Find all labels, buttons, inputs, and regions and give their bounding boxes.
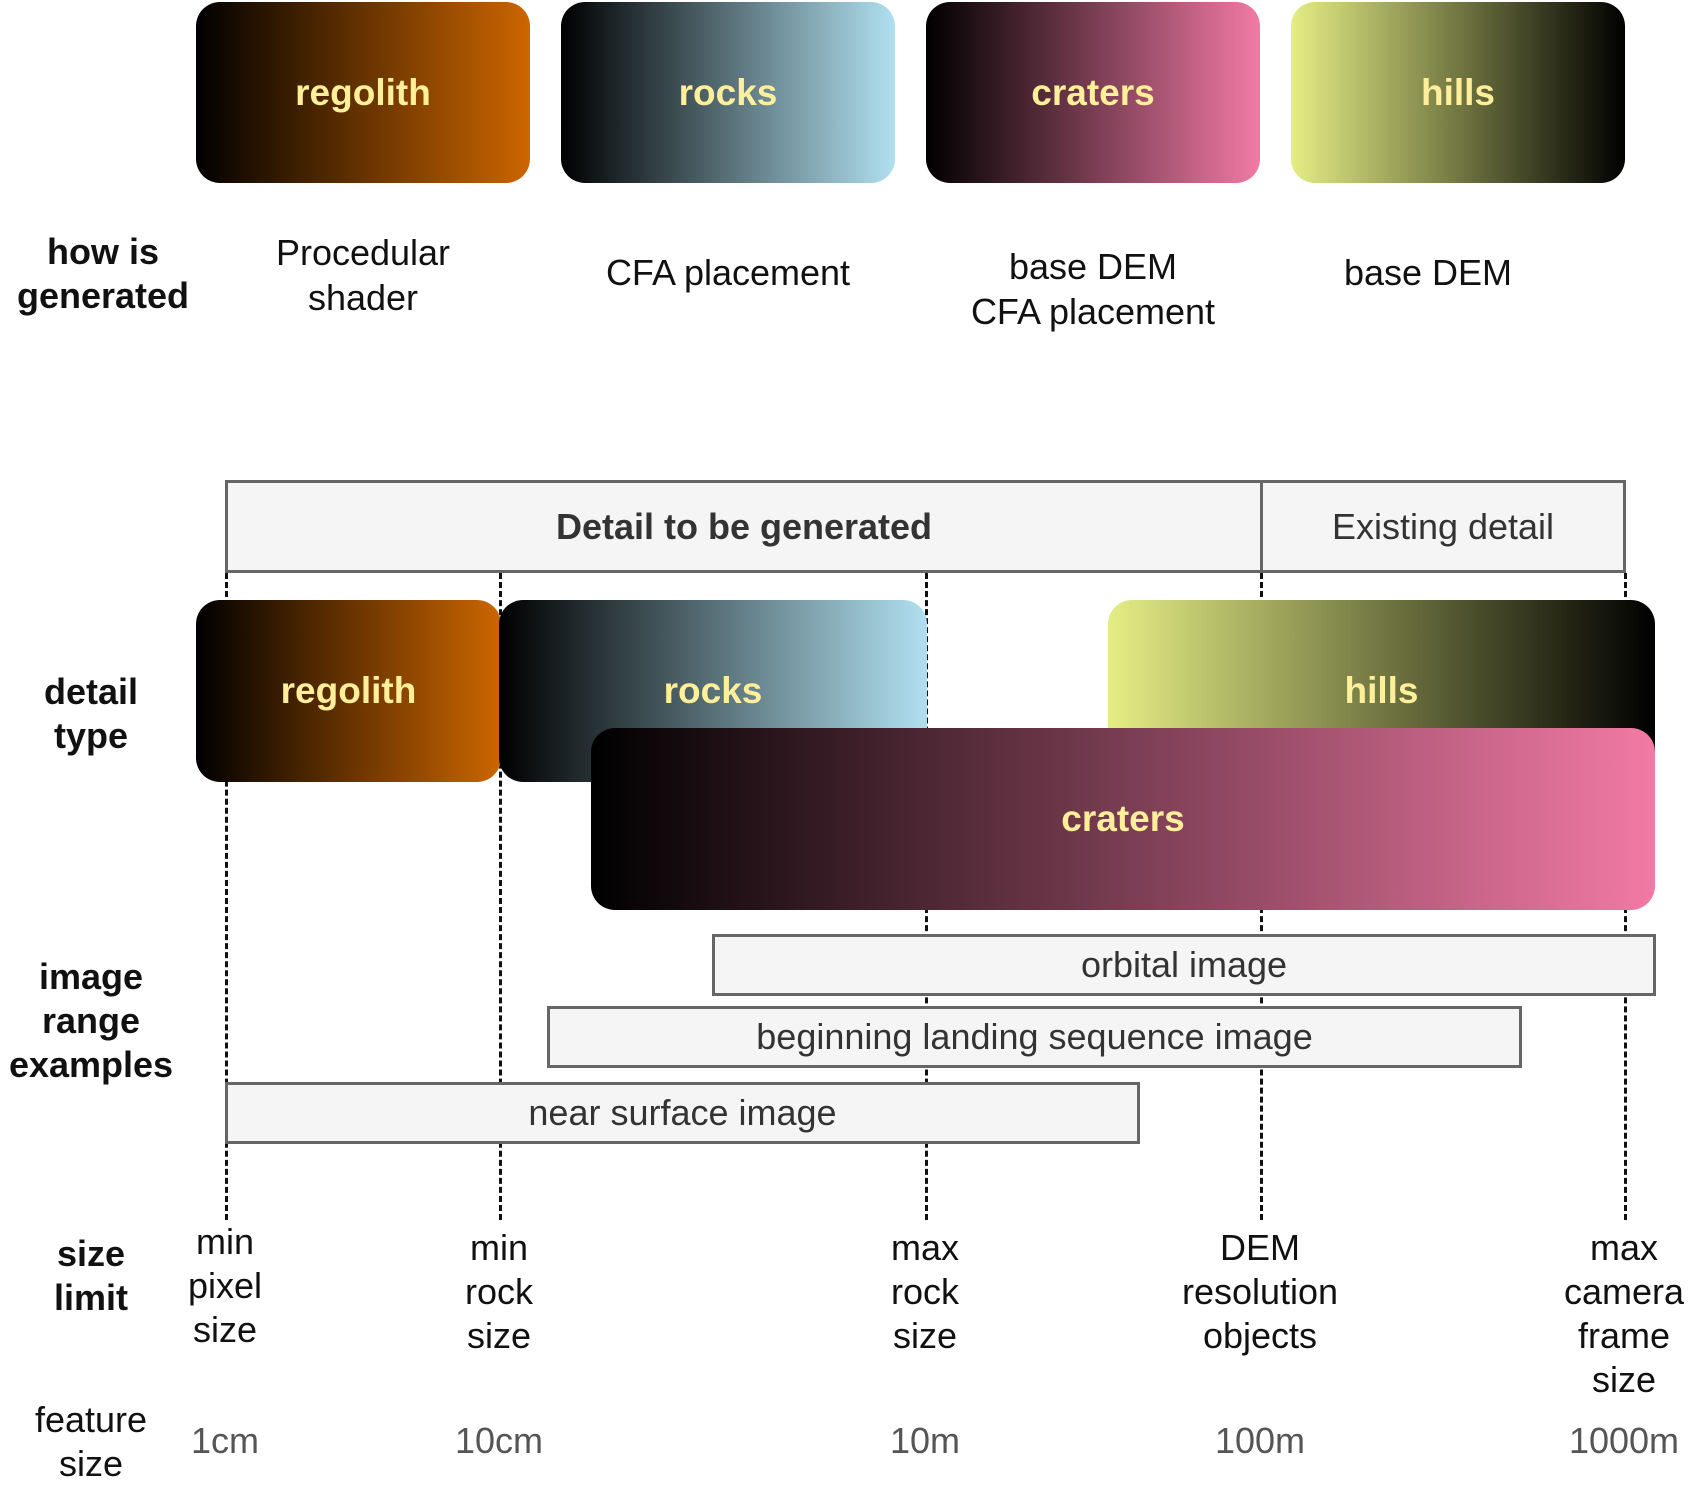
regolith-range-label: regolith: [280, 670, 417, 711]
size-limit-row-label: size limit: [53, 1233, 128, 1318]
size-limit-min-rock: min rock size: [464, 1227, 533, 1356]
near-surface-image-bar: near surface image: [225, 1082, 1140, 1144]
existing-detail-band: Existing detail: [1260, 480, 1626, 573]
existing-detail-label: Existing detail: [1331, 505, 1555, 547]
size-limit-max-rock: max rock size: [890, 1227, 959, 1356]
landing-sequence-image-label: beginning landing sequence image: [756, 1016, 1313, 1057]
feature-size-1cm: 1cm: [190, 1420, 259, 1461]
feature-size-100m: 100m: [1214, 1420, 1306, 1461]
orbital-image-bar: orbital image: [712, 934, 1656, 996]
size-limit-max-camera-frame: max camera frame size: [1563, 1227, 1685, 1400]
regolith-type-box: regolith: [196, 2, 530, 183]
landing-sequence-image-bar: beginning landing sequence image: [547, 1006, 1522, 1068]
rocks-range-label: rocks: [663, 670, 763, 711]
detail-type-row-label: detail type: [43, 671, 139, 756]
detail-to-be-generated-label: Detail to be generated: [555, 505, 933, 547]
image-range-row-label: image range examples: [8, 956, 174, 1085]
rocks-type-label: rocks: [678, 71, 778, 113]
craters-type-box: craters: [926, 2, 1260, 183]
feature-size-1000m: 1000m: [1568, 1420, 1680, 1461]
hills-generation-method: base DEM: [1343, 252, 1513, 293]
detail-to-be-generated-band: Detail to be generated: [225, 480, 1263, 573]
orbital-image-label: orbital image: [1080, 944, 1288, 985]
craters-range-bar: craters: [591, 728, 1655, 910]
size-limit-min-pixel: min pixel size: [187, 1221, 263, 1350]
craters-type-label: craters: [1031, 71, 1155, 113]
scale-line-10cm: [499, 573, 502, 1220]
scale-line-1cm: [225, 573, 228, 1220]
near-surface-image-label: near surface image: [528, 1092, 837, 1133]
hills-type-label: hills: [1420, 71, 1496, 113]
hills-type-box: hills: [1291, 2, 1625, 183]
regolith-type-label: regolith: [295, 71, 431, 113]
regolith-generation-method: Procedular shader: [275, 232, 451, 318]
rocks-generation-method: CFA placement: [605, 252, 851, 293]
hills-range-label: hills: [1344, 670, 1419, 711]
rocks-type-box: rocks: [561, 2, 895, 183]
craters-range-label: craters: [1061, 798, 1185, 839]
feature-size-10m: 10m: [889, 1420, 961, 1461]
feature-size-10cm: 10cm: [454, 1420, 544, 1461]
how-generated-row-label: how is generated: [16, 231, 190, 316]
craters-generation-method: base DEM CFA placement: [970, 246, 1216, 332]
regolith-range-bar: regolith: [196, 600, 501, 782]
size-limit-dem-resolution: DEM resolution objects: [1181, 1227, 1339, 1356]
